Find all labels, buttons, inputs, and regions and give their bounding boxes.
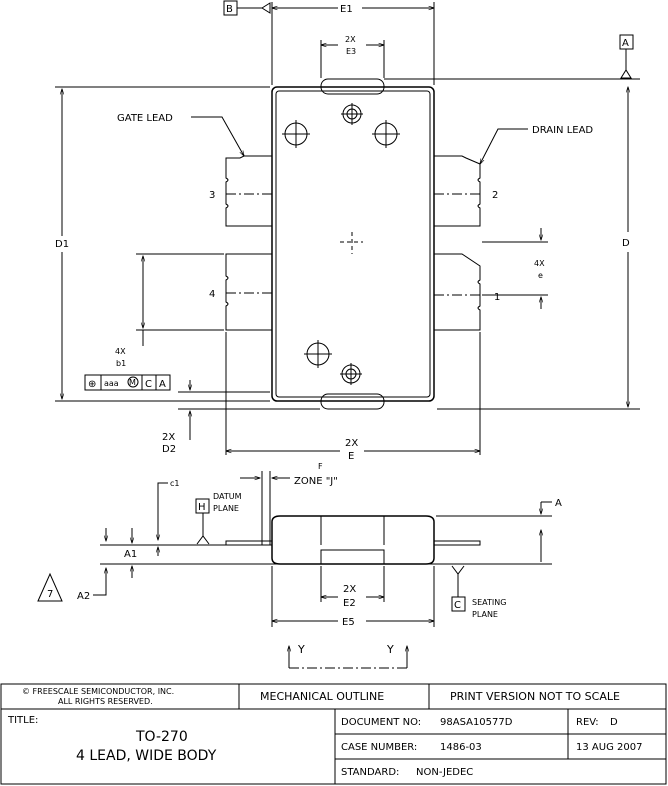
package-body-inner (275, 90, 431, 398)
dim-d-label: D (622, 238, 630, 249)
hole-target-bottom-center (340, 363, 362, 385)
top-tab (320, 78, 385, 95)
seating-plane-line1: SEATING (472, 598, 506, 607)
zone-label: ZONE "J" (294, 476, 338, 487)
dim-f-label: F (318, 462, 323, 471)
document-label: DOCUMENT NO: (341, 717, 421, 728)
copyright-line2: ALL RIGHTS RESERVED. (58, 697, 153, 706)
dim-e-mult: 2X (345, 438, 358, 449)
dim-e5-label: E5 (342, 617, 355, 628)
dim-pitch-mult: 4X (534, 259, 545, 268)
title-line2: 4 LEAD, WIDE BODY (76, 748, 217, 764)
datum-h-label: H (198, 502, 206, 513)
title-block: © FREESCALE SEMICONDUCTOR, INC. ALL RIGH… (0, 683, 667, 785)
dim-e1-label: E1 (340, 4, 353, 15)
gate-lead-label: GATE LEAD (117, 113, 173, 124)
standard-label: STANDARD: (341, 767, 399, 778)
fcf-modifier: M (129, 378, 136, 387)
outline-type: MECHANICAL OUTLINE (260, 690, 384, 703)
copyright-line1: © FREESCALE SEMICONDUCTOR, INC. (22, 687, 174, 696)
package-body (271, 86, 435, 402)
hole-target-top-center (341, 103, 363, 125)
pin-4-label: 4 (209, 289, 215, 300)
rev-label: REV: (576, 717, 599, 728)
section-y-right: Y (386, 643, 394, 656)
case-value: 1486-03 (440, 742, 482, 753)
revision-date: 13 AUG 2007 (576, 742, 642, 753)
document-value: 98ASA10577D (440, 717, 513, 728)
dim-a-side-label: A (555, 498, 562, 509)
seating-plane-line2: PLANE (472, 610, 498, 619)
lead-side-right (433, 540, 481, 546)
top-view: 3 4 2 1 GATE LEAD DRAIN LEAD B E1 2X E3 … (55, 0, 640, 462)
dim-e-label: E (348, 451, 354, 462)
lead-1 (434, 253, 481, 331)
bottom-tab (320, 393, 385, 410)
dim-a2-label: A2 (77, 591, 90, 602)
note-triangle (37, 572, 63, 602)
rev-value: D (610, 717, 618, 728)
pin-1-label: 1 (494, 292, 500, 303)
fcf-position-symbol: ⊕ (88, 379, 96, 390)
dim-b1-mult: 4X (115, 347, 126, 356)
dim-b1-label: b1 (116, 359, 126, 368)
standard-value: NON-JEDEC (416, 767, 473, 778)
fcf-tolerance: aaa (104, 379, 119, 388)
dim-d2-label: D2 (162, 444, 176, 455)
bottom-pad (320, 549, 385, 565)
drain-lead-label: DRAIN LEAD (532, 125, 593, 136)
section-y-left: Y (297, 643, 305, 656)
lead-side-left (225, 540, 273, 546)
pin-3-label: 3 (209, 190, 215, 201)
pin-2-label: 2 (492, 190, 498, 201)
datum-b-label: B (226, 4, 233, 15)
lead-2 (434, 155, 481, 227)
center-mark (340, 232, 363, 254)
fcf-datum-a: A (159, 379, 166, 390)
print-note: PRINT VERSION NOT TO SCALE (450, 690, 620, 703)
datum-c-label: C (454, 600, 461, 611)
hole-target-top-right (372, 120, 400, 148)
fcf-datum-c: C (145, 379, 152, 390)
note-triangle-number: 7 (47, 589, 53, 600)
dim-pitch-label: e (538, 271, 543, 280)
dim-d2-mult: 2X (162, 432, 175, 443)
dim-a1-label: A1 (124, 549, 137, 560)
title-line1: TO-270 (135, 729, 188, 745)
dim-e3-mult: 2X (345, 35, 356, 44)
datum-a-label: A (622, 38, 629, 49)
title-label: TITLE: (7, 715, 38, 726)
dim-e2-label: E2 (343, 598, 356, 609)
case-label: CASE NUMBER: (341, 742, 417, 753)
section-y-y-line (289, 646, 407, 669)
dim-e3-label: E3 (346, 47, 356, 56)
datum-plane-line1: DATUM (213, 492, 242, 501)
datum-plane-line2: PLANE (213, 504, 239, 513)
dim-c1-label: c1 (170, 479, 180, 488)
hole-target-bottom-left (304, 340, 332, 368)
lead-4 (225, 253, 272, 331)
datum-c-frame (451, 596, 466, 612)
feature-control-frame: ⊕ aaa M C A (84, 374, 171, 391)
dim-e2-mult: 2X (343, 584, 356, 595)
dim-d1-label: D1 (55, 239, 69, 250)
hole-target-top-left (282, 120, 310, 148)
side-view: F ZONE "J" c1 H DATUM PLANE A1 7 A (37, 462, 562, 669)
package-side-body (271, 515, 435, 565)
lead-3 (225, 155, 272, 227)
